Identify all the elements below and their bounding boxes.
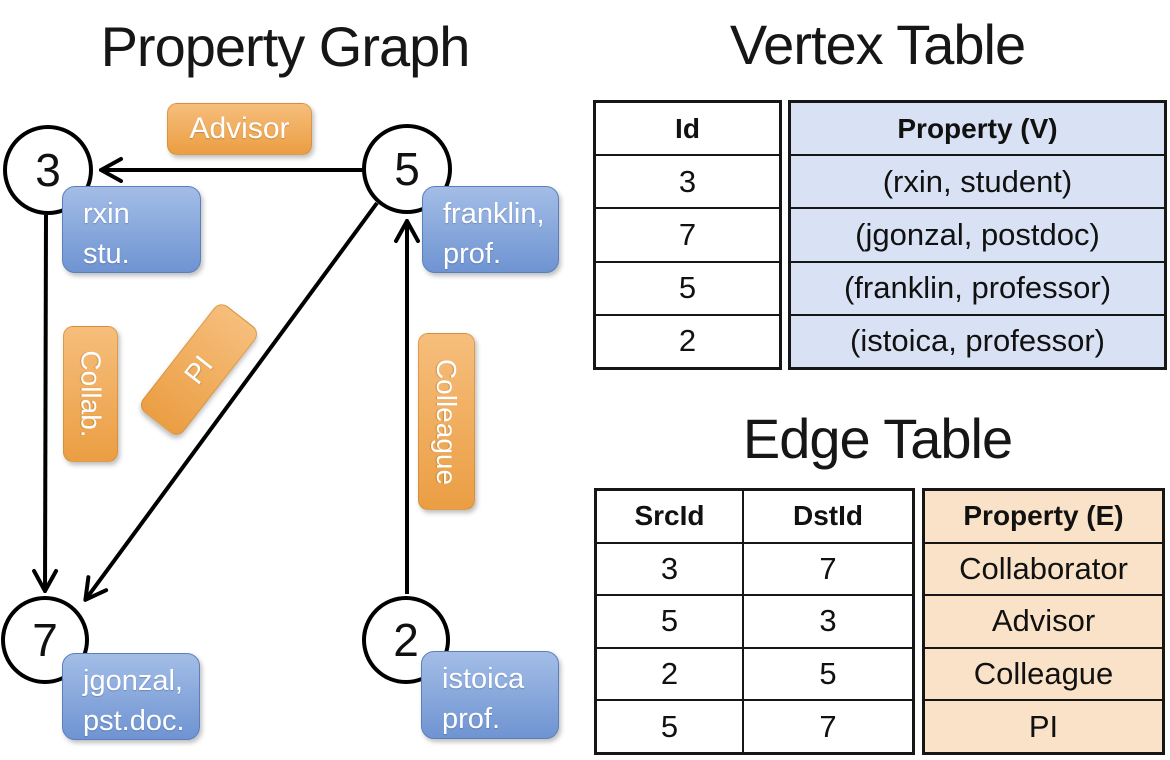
edge-table-srcid-header: SrcId: [634, 500, 705, 532]
property-box-rxin-line1: rxin: [83, 198, 130, 230]
vertex-table-property-cell: (istoica, professor): [791, 313, 1164, 368]
property-box-franklin-line2: prof.: [443, 238, 502, 271]
edge-label-advisor-text: Advisor: [189, 112, 290, 145]
vertex-table-title: Vertex Table: [729, 13, 1026, 76]
edge-label-collab-text: Collab.: [75, 350, 107, 438]
property-box-istoica-line2: prof.: [442, 703, 501, 736]
vertex-table-id-header: Id: [675, 112, 700, 144]
edge-table-id-header-row: SrcId DstId: [597, 491, 912, 542]
edge-table-id-row: 3 7: [597, 541, 912, 595]
edge-table-src-cell: 5: [660, 708, 679, 744]
edge-table-property-header: Property (E): [925, 491, 1162, 542]
vertex-table-id-cell: 5: [596, 260, 779, 314]
edge-table-dst-cell: 7: [742, 543, 912, 595]
property-box-istoica: istoica prof.: [421, 651, 559, 739]
edge-table-property-cell: Colleague: [925, 646, 1162, 700]
edge-table-property-cell: PI: [925, 699, 1162, 752]
property-box-rxin-line2: stu.: [83, 238, 130, 271]
edge-table-property-cell: Collaborator: [925, 541, 1162, 595]
vertex-table-id-cell: 3: [596, 154, 779, 207]
edge-table-id-columns: SrcId DstId 3 7 5 3 2 5 5 7: [594, 488, 915, 755]
vertex-table-property-header: Property (V): [791, 103, 1164, 155]
edge-table-title: Edge Table: [742, 407, 1013, 470]
node-7-id: 7: [32, 614, 58, 666]
edge-label-pi-text: PI: [178, 349, 219, 390]
edge-label-colleague: Colleague: [418, 333, 475, 510]
vertex-table-id-column: Id 3 7 5 2: [593, 100, 782, 370]
edge-table-dst-cell: 5: [742, 648, 912, 700]
graph-node-2: 2: [362, 596, 450, 684]
edge-table-id-row: 5 3: [597, 594, 912, 647]
edge-label-collab: Collab.: [63, 326, 118, 462]
vertex-table-property-cell: (jgonzal, postdoc): [791, 207, 1164, 261]
vertex-table-id-cell: 2: [596, 313, 779, 367]
node-2-id: 2: [393, 614, 419, 666]
property-graph-title: Property Graph: [100, 15, 471, 78]
graph-edges-svg: [0, 0, 585, 760]
property-box-istoica-line1: istoica: [442, 663, 525, 695]
edge-pi-5-to-7: [86, 201, 379, 599]
edge-table-id-row: 5 7: [597, 699, 912, 752]
vertex-table-id-cell: 7: [596, 207, 779, 260]
edge-table-dst-cell: 7: [742, 701, 912, 752]
property-box-franklin: franklin, prof.: [422, 186, 559, 273]
property-box-jgonzal: jgonzal, pst.doc.: [62, 653, 200, 740]
edge-label-advisor: Advisor: [167, 103, 312, 155]
property-box-franklin-line1: franklin,: [443, 198, 545, 230]
edge-table-id-row: 2 5: [597, 646, 912, 700]
edge-table-src-cell: 2: [660, 656, 679, 692]
property-box-jgonzal-line1: jgonzal,: [83, 665, 183, 697]
edge-table-property-cell: Advisor: [925, 594, 1162, 647]
vertex-table-property-column: Property (V) (rxin, student) (jgonzal, p…: [788, 100, 1167, 370]
edge-label-colleague-text: Colleague: [431, 358, 463, 485]
property-box-rxin: rxin stu.: [62, 186, 201, 273]
node-3-id: 3: [35, 144, 61, 196]
edge-table-src-cell: 3: [660, 550, 679, 586]
edge-table-src-cell: 5: [660, 603, 679, 639]
edge-table-dst-cell: 3: [742, 596, 912, 647]
edge-table-dstid-header: DstId: [742, 491, 912, 542]
edge-table-property-column: Property (E) Collaborator Advisor Collea…: [922, 488, 1165, 755]
graph-node-5: 5: [362, 124, 452, 214]
vertex-table-property-cell: (franklin, professor): [791, 260, 1164, 314]
vertex-table-property-cell: (rxin, student): [791, 154, 1164, 208]
property-box-jgonzal-line2: pst.doc.: [83, 705, 185, 738]
node-5-id: 5: [394, 143, 420, 195]
edge-collab-3-to-7: [45, 214, 46, 590]
